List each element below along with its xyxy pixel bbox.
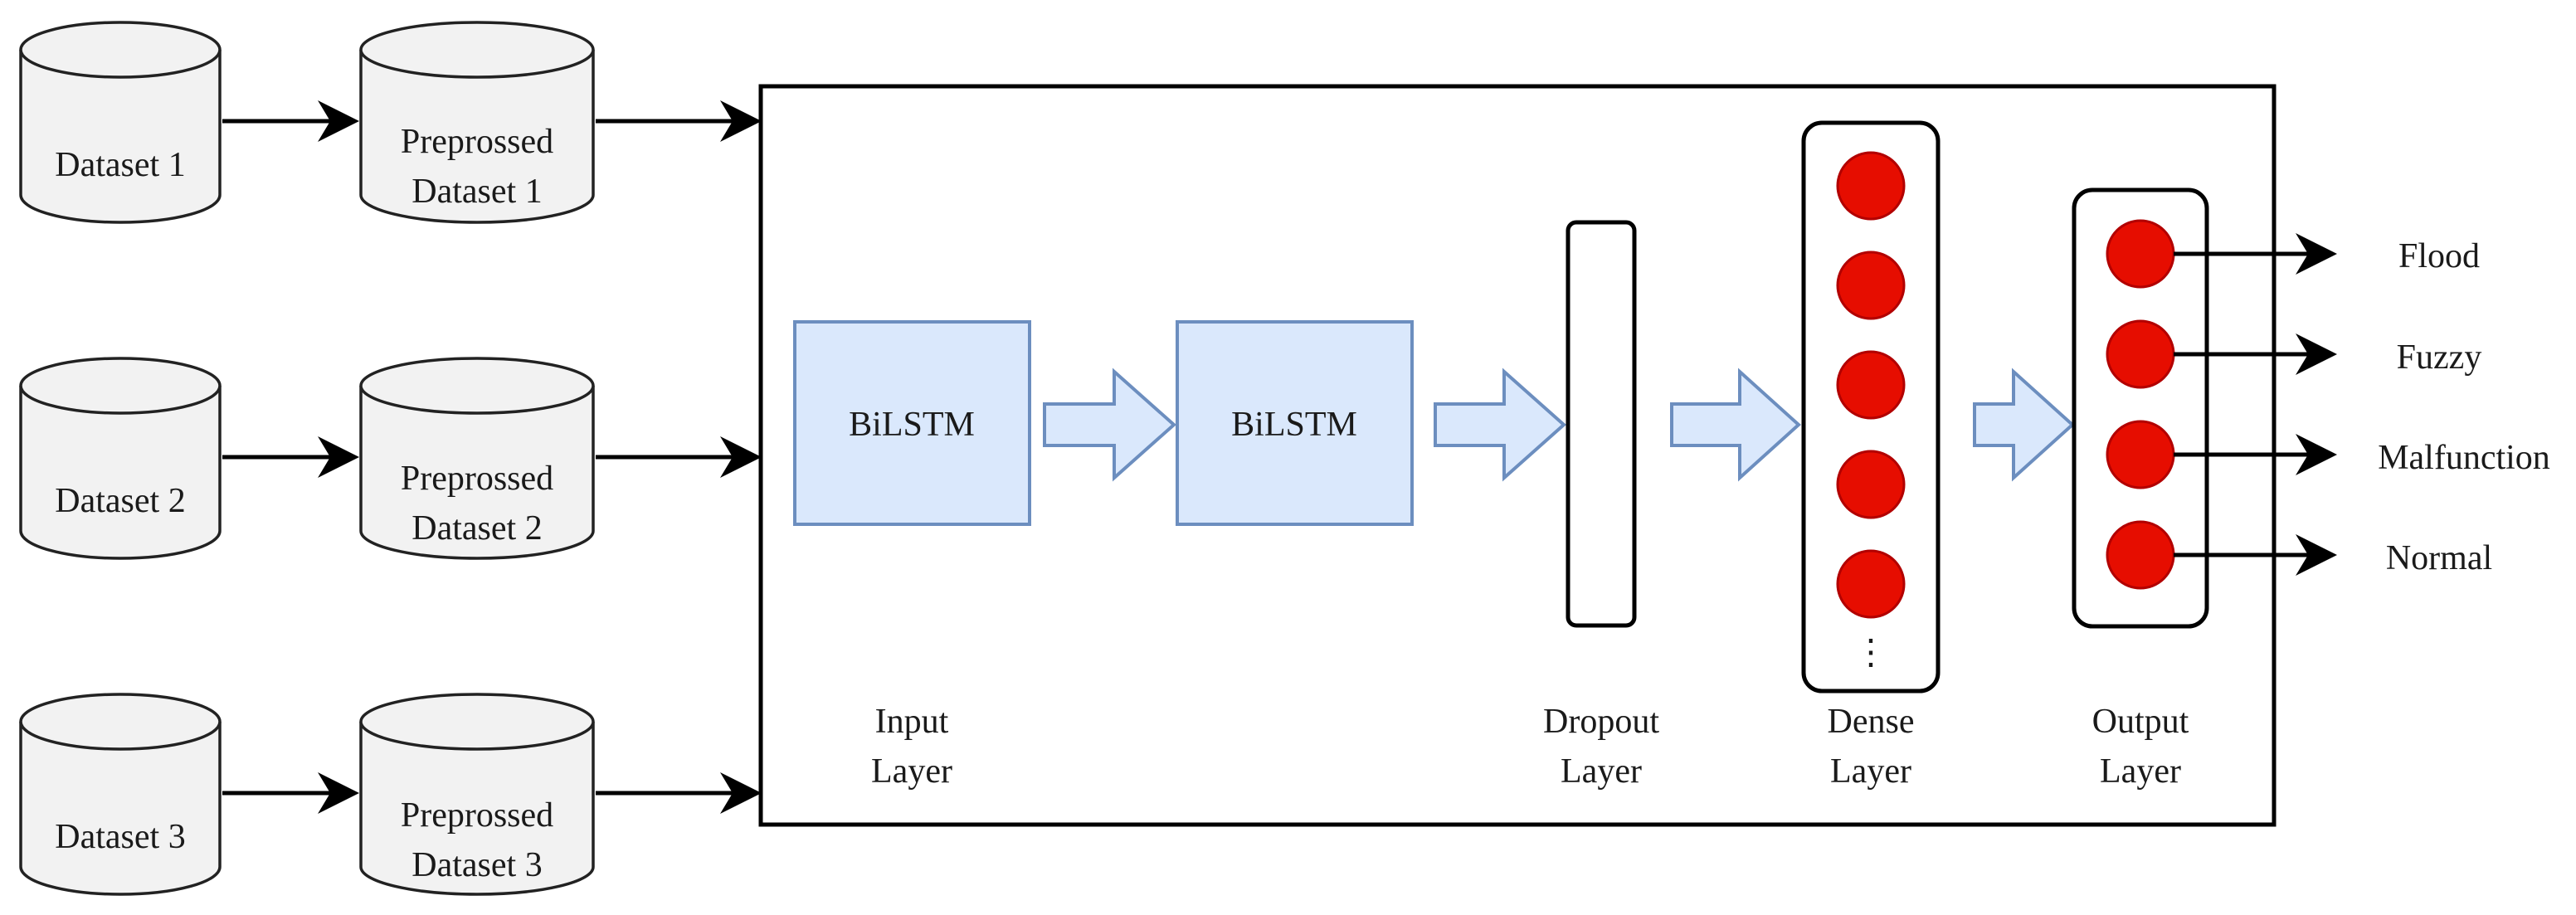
output-label-flood: Flood	[2398, 237, 2480, 275]
output-layer-caption-line2: Layer	[2100, 752, 2181, 791]
flow-arrow-4	[1973, 367, 2075, 482]
input-layer-caption-line1: Input	[875, 703, 949, 741]
preprocessed-dataset-1-label-line2: Dataset 1	[411, 173, 542, 211]
preprocessed-dataset-1-label-line1: Preprossed	[401, 123, 553, 161]
preprocessed-dataset-3-label-line2: Dataset 3	[411, 846, 542, 884]
flow-arrow-2	[1434, 367, 1567, 482]
preprocessed-dataset-2-database-icon: Preprossed Dataset 2	[359, 357, 595, 560]
dataset-2-database-icon: Dataset 2	[19, 357, 222, 560]
output-label-normal: Normal	[2386, 539, 2492, 577]
preprocessed-dataset-3-label-line1: Preprossed	[401, 796, 553, 835]
output-neuron	[2106, 520, 2175, 590]
dataset-3-label: Dataset 3	[55, 818, 185, 856]
bilstm-block-2-label: BiLSTM	[1231, 406, 1357, 444]
output-neuron	[2106, 219, 2175, 289]
flow-arrow-3	[1670, 367, 1801, 482]
preprocessed-dataset-1-database-icon: Preprossed Dataset 1	[359, 21, 595, 224]
dense-ellipsis: ⋮	[1853, 634, 1888, 672]
bilstm-block-2: BiLSTM	[1176, 320, 1414, 526]
input-layer-caption-line2: Layer	[871, 752, 952, 791]
dense-neuron	[1836, 549, 1906, 619]
output-layer-caption-line1: Output	[2092, 703, 2189, 741]
output-neuron	[2106, 420, 2175, 489]
dataset-3-database-icon: Dataset 3	[19, 693, 222, 896]
dropout-layer-caption-line2: Layer	[1561, 752, 1642, 791]
dropout-layer-caption-line1: Dropout	[1543, 703, 1659, 741]
output-label-malfunction: Malfunction	[2378, 439, 2550, 477]
preprocessed-dataset-3-database-icon: Preprossed Dataset 3	[359, 693, 595, 896]
dense-neuron	[1836, 450, 1906, 519]
bilstm-block-1: BiLSTM	[793, 320, 1031, 526]
dense-neuron	[1836, 251, 1906, 320]
dense-neuron	[1836, 151, 1906, 221]
flow-arrow-1	[1043, 367, 1177, 482]
output-label-fuzzy: Fuzzy	[2397, 338, 2482, 377]
dataset-1-database-icon: Dataset 1	[19, 21, 222, 224]
output-layer-box	[2072, 187, 2209, 629]
dense-layer-caption-line1: Dense	[1828, 703, 1915, 741]
dataset-row-1: Dataset 1 Preprossed Dataset 1	[19, 21, 762, 224]
dropout-layer-box	[1566, 220, 1637, 628]
output-neurons	[2106, 219, 2175, 590]
dataset-1-label: Dataset 1	[55, 146, 185, 184]
output-neuron	[2106, 319, 2175, 389]
preprocessed-dataset-2-label-line2: Dataset 2	[411, 509, 542, 548]
output-arrows	[2174, 233, 2337, 576]
dense-neurons	[1836, 151, 1906, 619]
dense-neuron	[1836, 350, 1906, 420]
preprocessed-dataset-2-label-line1: Preprossed	[401, 460, 553, 498]
dataset-row-3: Dataset 3 Preprossed Dataset 3	[19, 693, 762, 896]
dense-layer-caption-line2: Layer	[1830, 752, 1911, 791]
bilstm-block-1-label: BiLSTM	[849, 406, 975, 444]
dataset-row-2: Dataset 2 Preprossed Dataset 2	[19, 357, 762, 560]
dataset-2-label: Dataset 2	[55, 482, 185, 520]
